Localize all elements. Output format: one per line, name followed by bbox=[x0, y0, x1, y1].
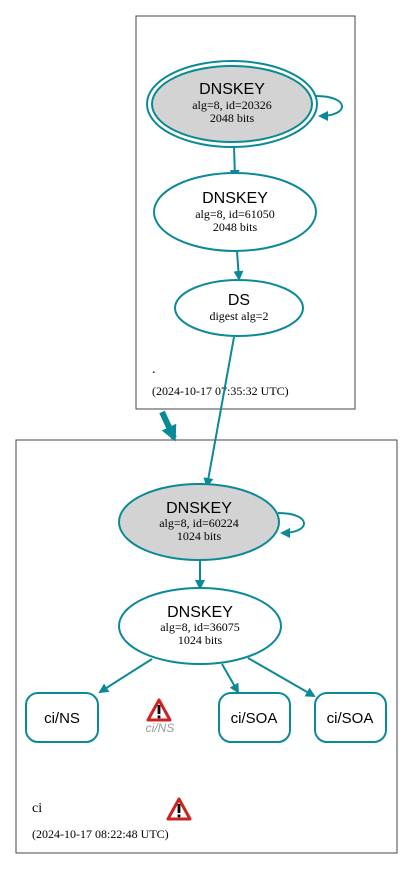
zone-ci-timestamp: (2024-10-17 08:22:48 UTC) bbox=[32, 827, 169, 841]
warning-ci-ns-label: ci/NS bbox=[146, 721, 175, 735]
zone-root-timestamp: (2024-10-17 07:35:32 UTC) bbox=[152, 384, 289, 398]
zone-ci-name: ci bbox=[32, 801, 42, 816]
node-root-ksk-title: DNSKEY bbox=[199, 81, 265, 98]
node-ci-zsk-bits: 1024 bits bbox=[178, 633, 223, 647]
node-root-zsk-shape bbox=[153, 172, 317, 252]
node-ci-ksk-shape bbox=[118, 483, 280, 561]
node-root-ksk-alg: alg=8, id=20326 bbox=[192, 98, 272, 112]
edge-root-ksk-self bbox=[315, 95, 343, 121]
warning-triangle-icon bbox=[166, 797, 192, 821]
node-root-ksk-outer bbox=[146, 60, 318, 148]
node-ci-ksk-bits: 1024 bits bbox=[177, 529, 222, 543]
node-rrset-ci-soa-1-label: ci/SOA bbox=[231, 710, 278, 727]
node-root-ds-digest: digest alg=2 bbox=[209, 309, 268, 323]
zone-ci-border bbox=[15, 439, 398, 854]
zone-root-border bbox=[135, 15, 356, 410]
node-root-zsk-title: DNSKEY bbox=[202, 190, 268, 207]
node-rrset-ci-ns-label: ci/NS bbox=[44, 710, 80, 727]
zone-root: . (2024-10-17 07:35:32 UTC) bbox=[135, 15, 356, 410]
node-root-ksk-shape bbox=[151, 65, 313, 143]
node-rrset-ci-soa-2-label: ci/SOA bbox=[327, 710, 374, 727]
edge-ds-ci-ksk bbox=[203, 336, 235, 488]
edge-delegation bbox=[159, 410, 177, 442]
node-root-ksk[interactable]: DNSKEY alg=8, id=20326 2048 bits bbox=[146, 60, 318, 148]
node-root-zsk-alg: alg=8, id=61050 bbox=[195, 207, 275, 221]
node-ci-zsk-title: DNSKEY bbox=[167, 604, 233, 621]
edge-ci-zsk-ns bbox=[98, 658, 153, 694]
node-root-ds-title: DS bbox=[228, 292, 250, 309]
node-root-ds[interactable]: DS digest alg=2 bbox=[174, 279, 304, 337]
warning-ci-ns[interactable]: ci/NS bbox=[146, 698, 175, 735]
edge-ci-zsk-soa1 bbox=[221, 663, 239, 694]
node-ci-zsk[interactable]: DNSKEY alg=8, id=36075 1024 bits bbox=[118, 587, 282, 665]
node-ci-ksk-title: DNSKEY bbox=[166, 500, 232, 517]
node-rrset-ci-ns[interactable]: ci/NS bbox=[25, 692, 99, 743]
node-ci-ksk[interactable]: DNSKEY alg=8, id=60224 1024 bits bbox=[118, 483, 280, 561]
edge-root-zsk-ds bbox=[233, 250, 244, 281]
node-rrset-ci-soa-1-shape bbox=[218, 692, 291, 743]
node-rrset-ci-ns-shape bbox=[25, 692, 99, 743]
node-rrset-ci-soa-2[interactable]: ci/SOA bbox=[314, 692, 387, 743]
node-ci-zsk-alg: alg=8, id=36075 bbox=[160, 620, 240, 634]
edge-ci-zsk-soa2 bbox=[247, 657, 316, 697]
node-root-zsk-bits: 2048 bits bbox=[213, 220, 258, 234]
zone-root-name: . bbox=[152, 362, 156, 377]
zone-ci: ci (2024-10-17 08:22:48 UTC) bbox=[15, 439, 398, 854]
node-ci-zsk-shape bbox=[118, 587, 282, 665]
node-ci-ksk-alg: alg=8, id=60224 bbox=[159, 516, 239, 530]
node-root-ds-shape bbox=[174, 279, 304, 337]
warning-triangle-icon bbox=[146, 698, 172, 722]
node-rrset-ci-soa-2-shape bbox=[314, 692, 387, 743]
node-root-ksk-bits: 2048 bits bbox=[210, 111, 255, 125]
edges bbox=[98, 95, 343, 697]
warning-ci-zone[interactable] bbox=[166, 797, 192, 821]
node-rrset-ci-soa-1[interactable]: ci/SOA bbox=[218, 692, 291, 743]
node-root-zsk[interactable]: DNSKEY alg=8, id=61050 2048 bits bbox=[153, 172, 317, 252]
edge-ci-ksk-self bbox=[277, 512, 305, 538]
